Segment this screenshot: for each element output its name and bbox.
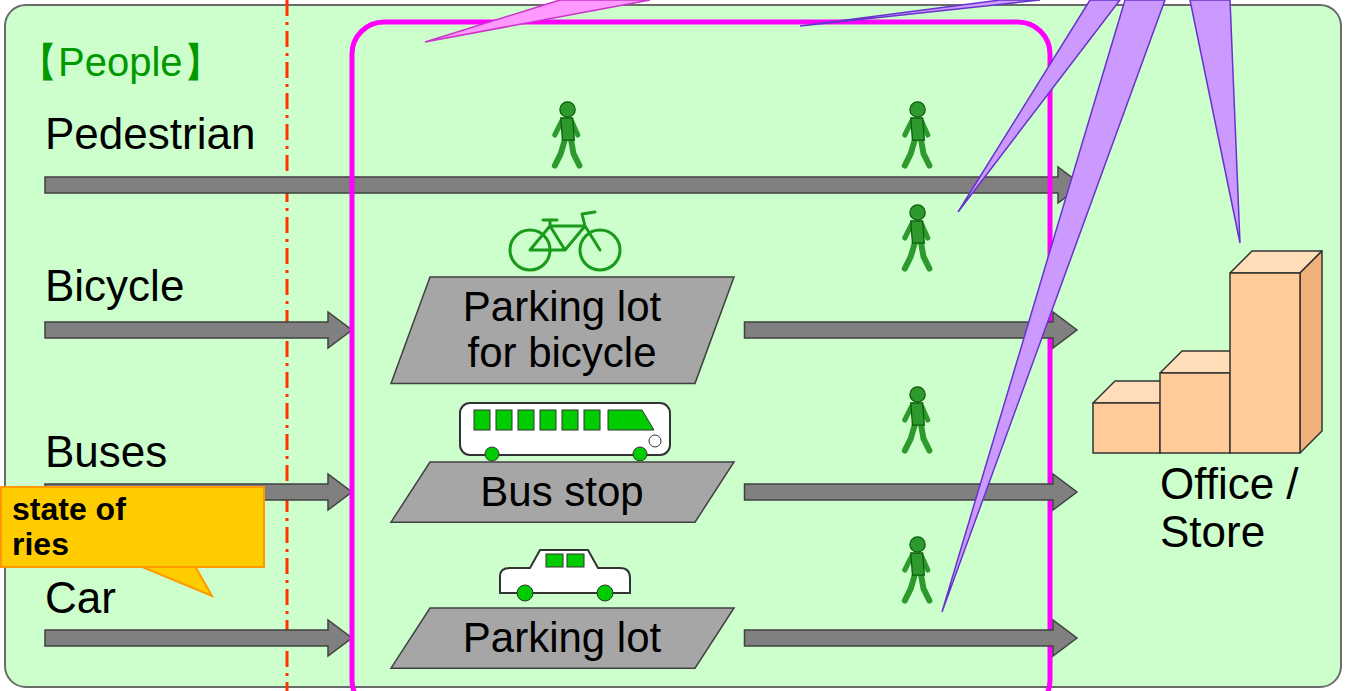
walker-figure <box>555 102 580 166</box>
boundary-line <box>286 0 289 691</box>
callout-tail <box>425 0 650 42</box>
callout-text: state of ries <box>12 492 162 562</box>
bus-window <box>474 410 490 430</box>
row-label: Car <box>45 574 116 622</box>
building-side <box>1300 251 1322 453</box>
bus-wheel <box>633 447 647 461</box>
group-panel: Parking lot for bicycleBus stopParking l… <box>4 4 1342 688</box>
bicycle-frame <box>530 212 600 250</box>
bus-icon <box>460 403 670 461</box>
bus-window <box>562 410 578 430</box>
car-window <box>546 554 563 567</box>
bus-window <box>518 410 534 430</box>
parking-shape <box>391 608 734 668</box>
building-front <box>1230 273 1300 453</box>
callout-tail <box>942 0 1165 612</box>
bus-windshield <box>608 410 654 430</box>
callout-box: state of ries <box>0 486 265 568</box>
building-front <box>1093 403 1160 453</box>
building-front <box>1160 373 1230 453</box>
approach-arrow <box>45 620 352 656</box>
parking-area: Parking lot <box>390 607 735 669</box>
bus-wheel <box>485 447 499 461</box>
car-icon <box>500 550 630 601</box>
car-wheel <box>517 585 533 601</box>
callout-tail <box>140 566 212 596</box>
area-label: Bus stop <box>480 469 643 515</box>
walker-figure <box>905 102 930 166</box>
parking-area: Bus stop <box>390 461 735 523</box>
focus-frame <box>352 22 1050 691</box>
area-label: Parking lot <box>463 615 661 661</box>
walker-figure <box>905 387 930 451</box>
bus-window <box>496 410 512 430</box>
approach-arrow <box>45 312 352 348</box>
building-icon <box>1085 238 1335 460</box>
parking-shape <box>391 462 734 522</box>
building-label: Office / Store <box>1160 460 1335 557</box>
bus-light <box>649 435 661 447</box>
callout-tail <box>1190 0 1240 243</box>
car-window <box>567 554 584 567</box>
office-building: Office / Store <box>1085 238 1335 675</box>
walker-figure <box>905 205 930 269</box>
row-label: Buses <box>45 428 167 476</box>
panel-heading: 【People】 <box>18 40 223 84</box>
bus-window <box>584 410 600 430</box>
bus-window <box>540 410 556 430</box>
walk-arrow <box>45 167 1082 203</box>
bicycle-icon <box>510 212 620 270</box>
car-wheel <box>597 585 613 601</box>
callout-tail <box>800 0 1040 26</box>
area-label: Parking lot for bicycle <box>438 284 687 376</box>
flow-arrow <box>745 474 1078 510</box>
walker-figure <box>905 537 930 601</box>
flow-arrow <box>745 620 1078 656</box>
row-label: Pedestrian <box>45 110 255 158</box>
parking-shape <box>391 277 734 383</box>
parking-area: Parking lot for bicycle <box>390 276 735 384</box>
row-label: Bicycle <box>45 262 184 310</box>
